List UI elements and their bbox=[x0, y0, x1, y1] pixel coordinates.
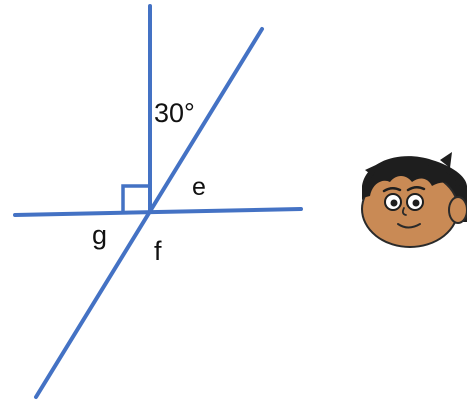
diagonal-line bbox=[34, 27, 264, 399]
label-g: g bbox=[92, 220, 108, 250]
right-angle-marker bbox=[121, 184, 150, 212]
label-f: f bbox=[154, 236, 162, 266]
label-e: e bbox=[192, 173, 206, 201]
cartoon-boy-face-icon bbox=[361, 152, 467, 248]
horizontal-line bbox=[13, 207, 303, 217]
angle-label: 30° bbox=[154, 98, 195, 128]
